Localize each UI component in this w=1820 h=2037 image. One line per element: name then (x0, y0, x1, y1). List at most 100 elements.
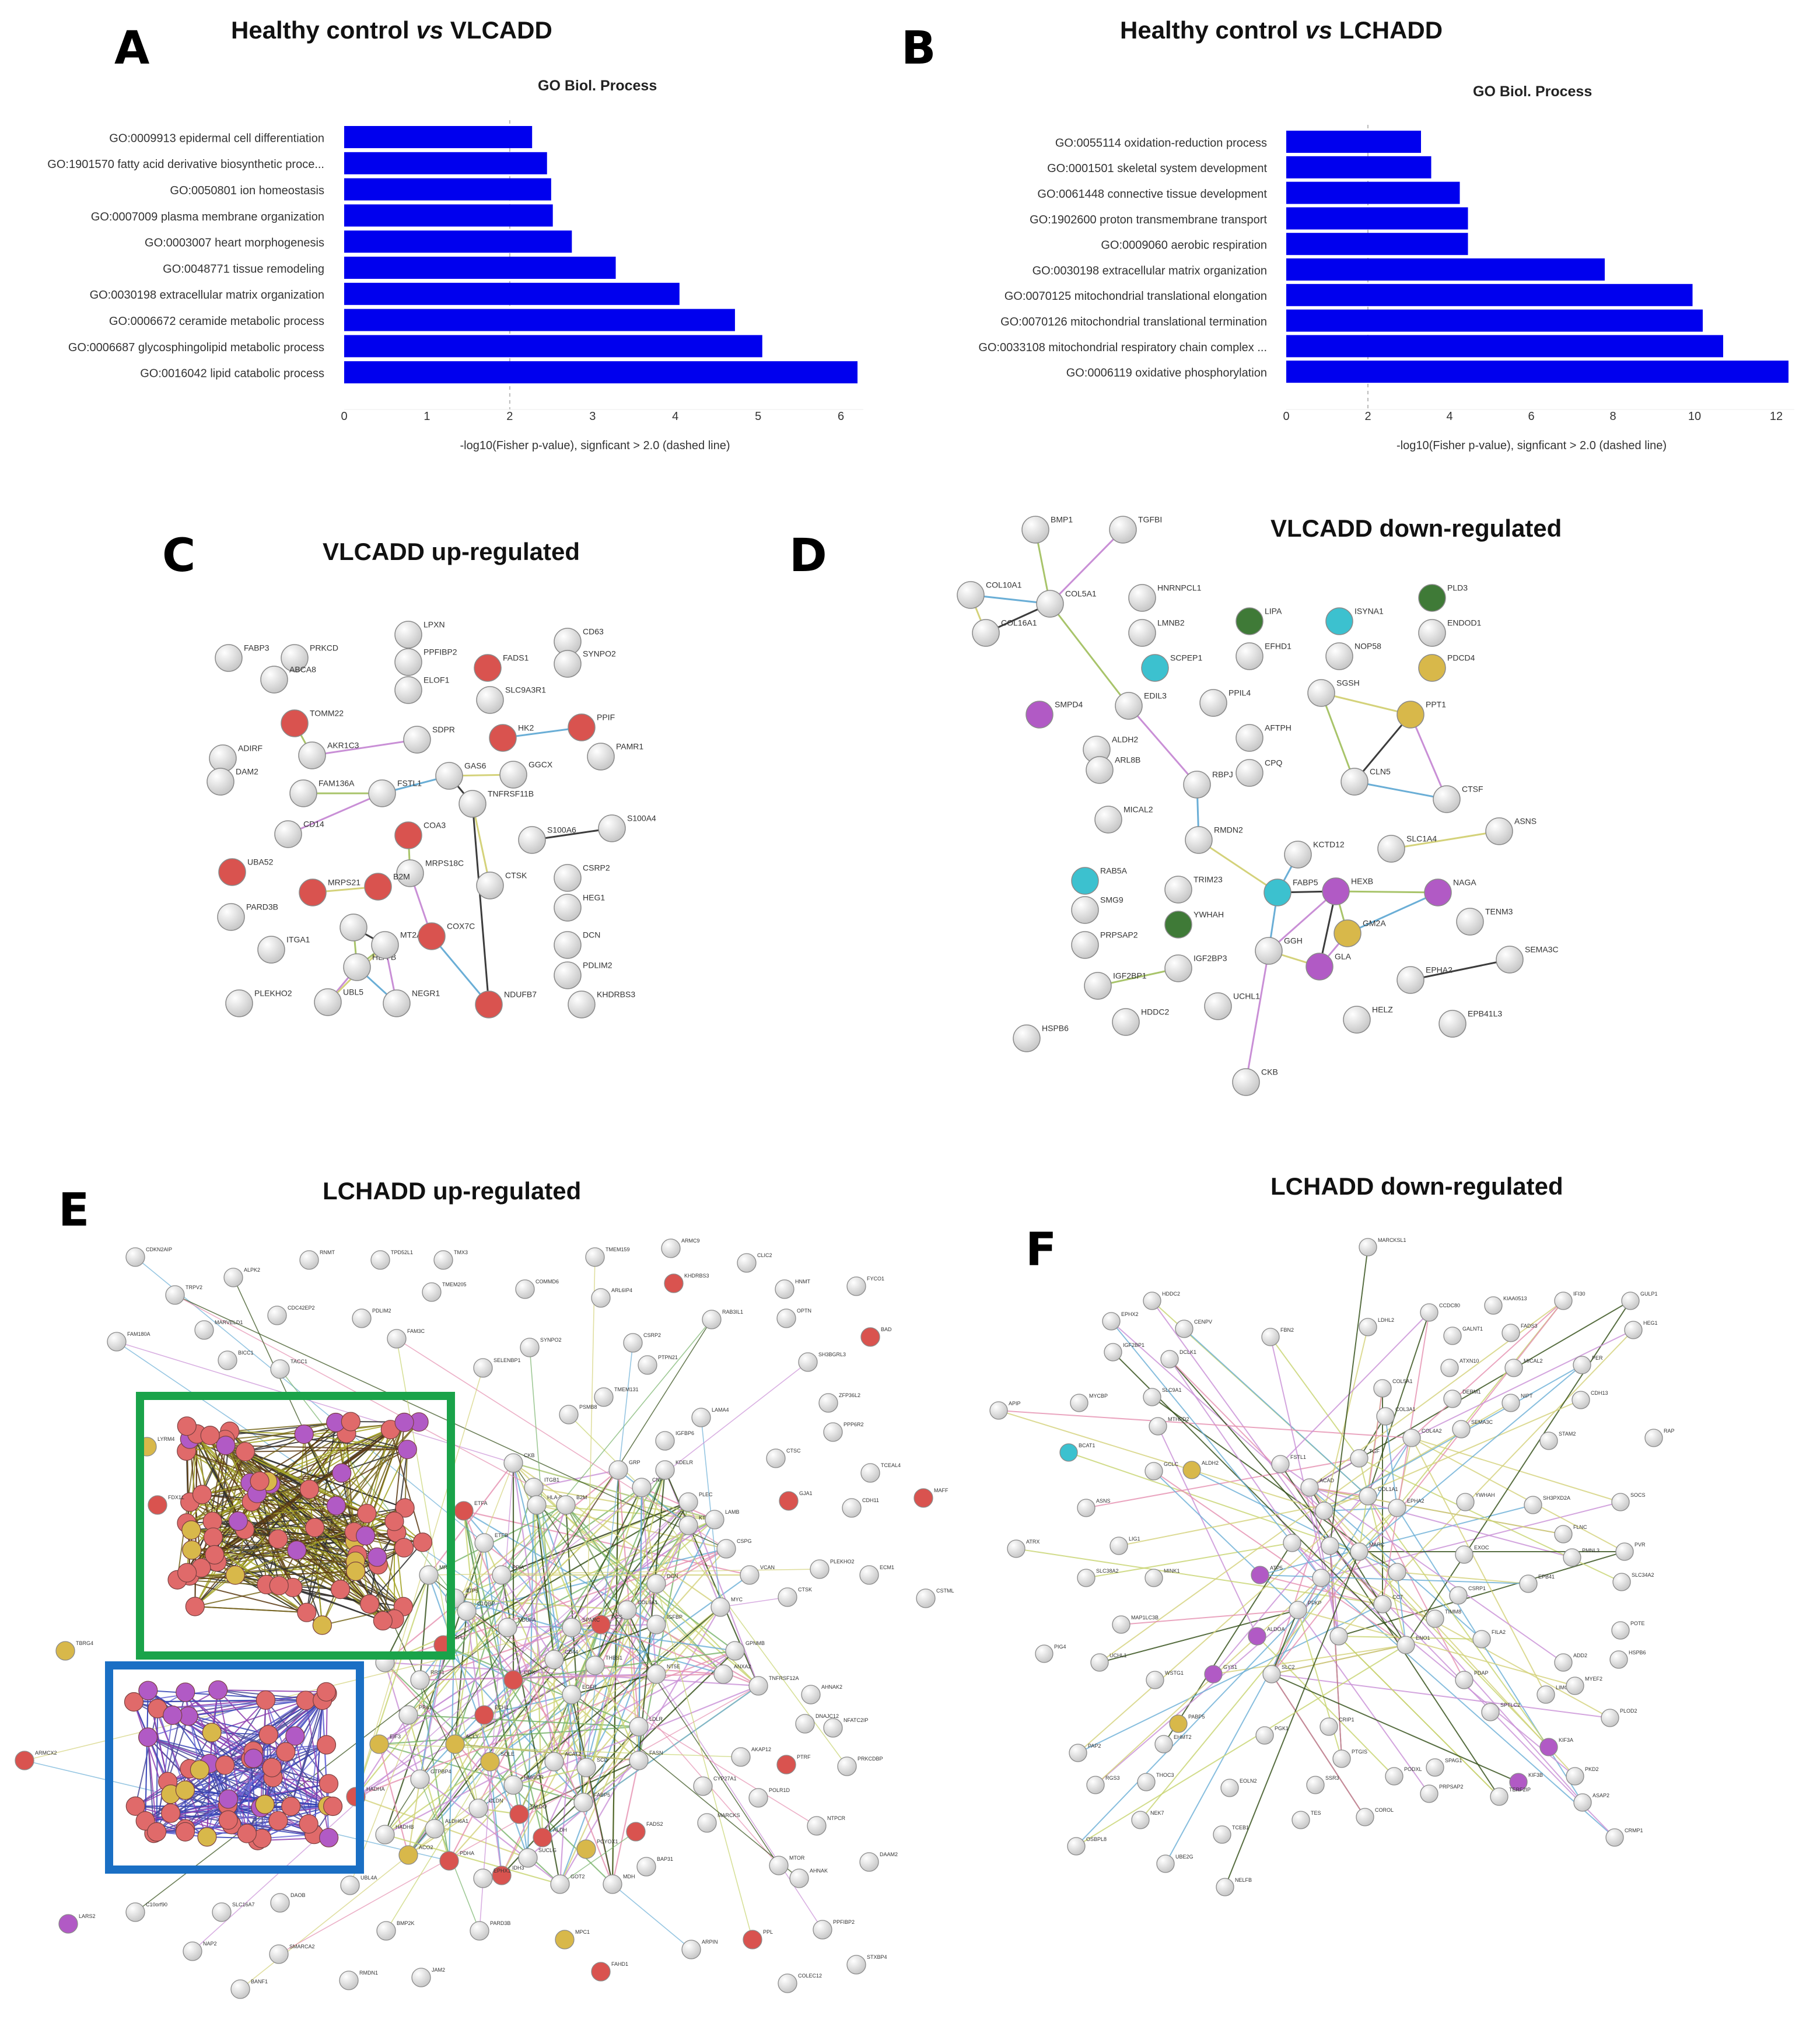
network-node (1472, 1630, 1491, 1648)
network-edge (565, 1504, 657, 1675)
network-node (1418, 654, 1446, 682)
panel-letter-f: F (1026, 1224, 1057, 1276)
node-label: ALDH2 (1202, 1460, 1219, 1466)
network-node (403, 726, 431, 754)
node-label: UCHL1 (1110, 1653, 1127, 1658)
cluster-edge (354, 1429, 391, 1542)
network-node (1456, 1493, 1475, 1511)
node-label: MICAL2 (1124, 804, 1153, 814)
network-node (476, 686, 504, 714)
node-label: STAM2 (1559, 1431, 1576, 1437)
node-label: PDCD4 (1447, 653, 1475, 662)
node-label: PVR (1634, 1542, 1646, 1548)
network-edge (513, 1650, 736, 1681)
node-label: PRPSAP2 (1439, 1784, 1464, 1790)
network-node (1424, 878, 1452, 907)
cluster-edge (225, 1445, 355, 1542)
network-edge (1153, 1471, 1298, 1611)
network-node (1502, 1394, 1520, 1412)
network-edge (513, 1766, 587, 1786)
network-edge (408, 1761, 491, 1856)
node-label: ASNS (1096, 1498, 1111, 1504)
network-node (1070, 1394, 1088, 1412)
node-label: COROL (1375, 1807, 1394, 1813)
network-node (1220, 1779, 1239, 1797)
cluster-edge (177, 1579, 307, 1614)
node-label: HDDC2 (1141, 1007, 1169, 1016)
node-label: S100A4 (627, 813, 656, 822)
network-node (260, 666, 288, 694)
node-label: FBN2 (1280, 1327, 1294, 1333)
cluster-node (373, 1611, 393, 1631)
network-node (299, 878, 327, 907)
network-edge (513, 1462, 715, 1521)
network-edge (585, 1609, 628, 1768)
network-node (1315, 1502, 1334, 1520)
network-edge (135, 1627, 508, 1913)
network-node (1160, 1350, 1179, 1368)
network-edge (533, 1469, 619, 1489)
network-edge (501, 1574, 555, 1660)
network-node (1261, 1328, 1280, 1346)
network-edge (355, 1714, 409, 1797)
node-label: PLEKHO2 (254, 988, 292, 998)
network-edge (454, 1744, 480, 1809)
cluster-node (312, 1615, 332, 1635)
network-edge (559, 1674, 657, 1885)
network-node (1255, 937, 1283, 965)
network-edge (1385, 1416, 1398, 1508)
network-edge (379, 1726, 639, 1745)
node-label: COL4A2 (1422, 1428, 1442, 1434)
network-node (281, 644, 309, 672)
network-node (1236, 607, 1264, 635)
cluster-edge (390, 1429, 424, 1543)
network-node (1455, 1671, 1474, 1689)
network-node (1329, 1627, 1348, 1646)
cluster-edge (341, 1472, 424, 1543)
node-label: RAP (1664, 1428, 1675, 1434)
node-label: ADIRF (238, 743, 262, 752)
node-label: SOCS (1630, 1492, 1646, 1498)
cluster-node (304, 1518, 325, 1538)
network-node (1601, 1709, 1619, 1727)
bar (1286, 258, 1605, 281)
network-node (1350, 1449, 1368, 1468)
panel-c-title: VLCADD up-regulated (323, 538, 580, 565)
cluster-node (185, 1597, 205, 1616)
network-node (1321, 1536, 1339, 1555)
cluster-node (395, 1498, 415, 1518)
network-edge (638, 1487, 643, 1761)
network-node (418, 922, 446, 950)
node-label: NDUFB7 (504, 989, 537, 999)
node-label: EOLN2 (1240, 1778, 1257, 1784)
node-label: UBA52 (247, 857, 274, 866)
network-node (1621, 1292, 1640, 1310)
bar (344, 335, 762, 358)
cluster-node (297, 1602, 317, 1622)
network-node (371, 931, 399, 959)
x-tick-label: 1 (424, 410, 430, 423)
network-node (1644, 1429, 1663, 1447)
network-node (1539, 1432, 1558, 1450)
network-node (1536, 1685, 1555, 1704)
node-label: TENM3 (1485, 907, 1513, 916)
network-node (1343, 1006, 1371, 1034)
cluster-node (356, 1526, 376, 1546)
network-node (1312, 1569, 1331, 1587)
panel-a-title: Healthy control vs VLCADD (231, 16, 552, 44)
network-edge (656, 1674, 823, 1930)
network-node (1420, 1303, 1438, 1322)
network-node (1426, 1758, 1444, 1777)
panel-e-title: LCHADD up-regulated (323, 1177, 582, 1205)
node-label: GCLC (1164, 1461, 1179, 1467)
category-label: GO:1901570 fatty acid derivative biosynt… (47, 158, 324, 171)
network-node (1322, 877, 1350, 905)
panel-b-title-suffix: LCHADD (1339, 16, 1443, 44)
network-edge (519, 1767, 587, 1815)
node-label: CRMP1 (1625, 1828, 1643, 1833)
network-node (1084, 972, 1112, 1000)
network-node (1199, 689, 1227, 717)
node-label: ATRX (1026, 1539, 1040, 1545)
node-label: RAB5A (1100, 866, 1128, 875)
